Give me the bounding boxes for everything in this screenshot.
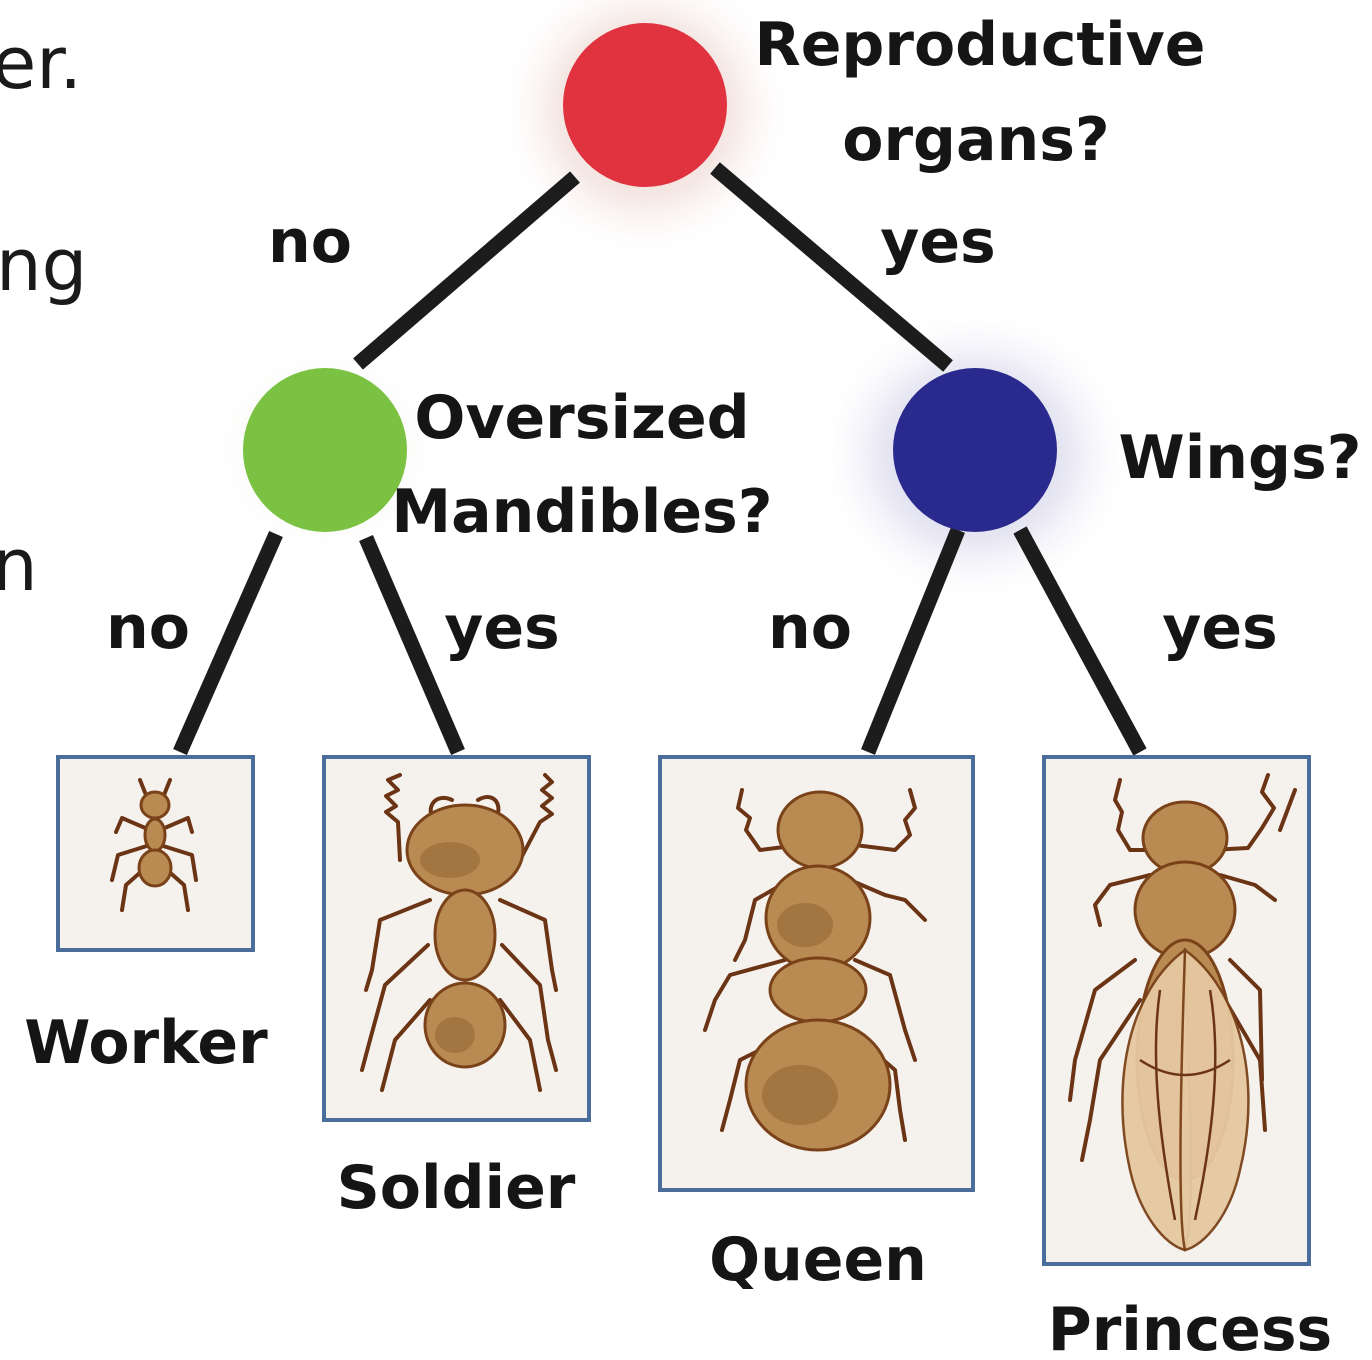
root-question-line-1: Reproductive	[755, 10, 1206, 80]
mandibles-node	[243, 368, 407, 532]
mandibles-no-label: no	[106, 593, 190, 663]
princess-panel	[1044, 757, 1309, 1264]
edge-mandibles-no	[180, 534, 276, 752]
princess-label: Princess	[1048, 1295, 1333, 1360]
mandibles-question-line-2: Mandibles?	[391, 477, 772, 547]
edge-root-no	[358, 177, 575, 364]
worker-label: Worker	[24, 1008, 268, 1078]
wings-no-label: no	[768, 593, 852, 663]
root-question-line-2: organs?	[842, 105, 1109, 175]
cropped-text-line-1: er.	[0, 21, 82, 105]
root-node	[563, 23, 727, 187]
worker-panel	[58, 757, 253, 950]
soldier-label: Soldier	[337, 1153, 576, 1223]
cropped-text-line-3: n	[0, 523, 38, 607]
cropped-text-line-2: ng	[0, 223, 87, 307]
wings-node	[893, 368, 1057, 532]
mandibles-question-line-1: Oversized	[414, 383, 749, 453]
mandibles-yes-label: yes	[444, 593, 560, 663]
root-yes-label: yes	[880, 207, 996, 277]
wings-yes-label: yes	[1162, 593, 1278, 663]
queen-panel	[660, 757, 973, 1190]
soldier-panel	[324, 757, 589, 1120]
queen-label: Queen	[709, 1225, 927, 1295]
wings-question: Wings?	[1119, 423, 1362, 493]
root-no-label: no	[268, 207, 352, 277]
